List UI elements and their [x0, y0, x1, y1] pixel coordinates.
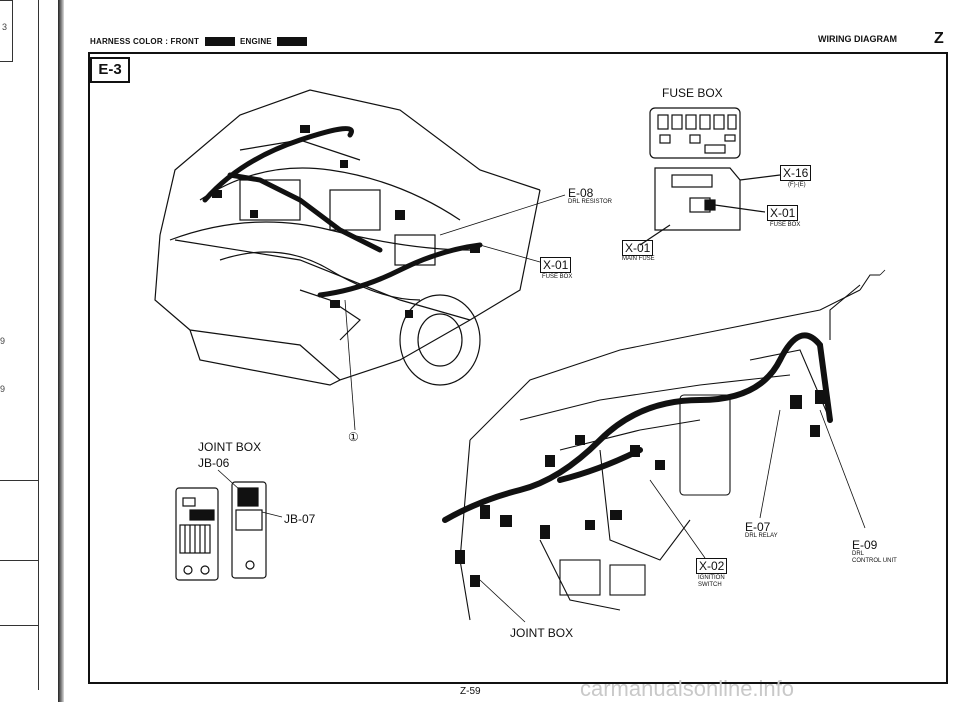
engine-bay-drawing	[154, 89, 541, 386]
e09-code: E-09	[852, 538, 878, 552]
dash-connectors	[455, 390, 825, 587]
diagram-title: WIRING DIAGRAM	[818, 34, 897, 44]
jb07-label: JB-07	[284, 512, 316, 526]
left-binding-strip: 3 9 9	[0, 0, 40, 702]
watermark: carmanualsonline.info	[580, 676, 795, 701]
front-color-swatch	[204, 37, 235, 47]
joint-box-leaders	[217, 469, 283, 518]
joint-box-jb07	[231, 481, 267, 579]
x02-name-1: IGNITION	[698, 575, 725, 581]
fuse-box-middle	[639, 167, 781, 246]
x01-main-fuse-name: MAIN FUSE	[622, 256, 655, 262]
e07-code: E-07	[745, 520, 771, 534]
harness-color-legend: HARNESS COLOR : FRONT ENGINE	[90, 37, 310, 47]
joint-box-top-label: JOINT BOX	[198, 440, 262, 454]
engine-label: ENGINE	[239, 37, 272, 46]
margin-mark-1: 3	[2, 22, 8, 32]
harness-color-label: HARNESS COLOR : FRONT	[90, 37, 200, 46]
engine-leaders	[344, 194, 566, 431]
dash-harness	[442, 332, 833, 523]
margin-mark-3: 9	[0, 384, 6, 394]
x01-fusebox-left-code: X-01	[540, 257, 572, 273]
x01-fusebox-left-name: FUSE BOX	[542, 274, 573, 280]
e08-code: E-08	[568, 186, 594, 200]
x02-code: X-02	[696, 558, 728, 574]
e08-name: DRL RESISTOR	[568, 199, 613, 205]
dashboard-drawing	[459, 274, 880, 621]
page-number: Z-59	[460, 686, 481, 697]
diagram-frame	[88, 52, 948, 684]
x01-main-fuse-code: X-01	[622, 240, 654, 256]
engine-color-swatch	[277, 37, 308, 47]
engine-connectors	[212, 125, 480, 318]
section-letter: Z	[934, 30, 944, 47]
fuse-box-top	[649, 107, 741, 159]
binding-edge-line	[38, 0, 39, 690]
binding-tab-box	[0, 0, 13, 62]
engine-harness	[202, 126, 483, 298]
page-gutter-shadow	[58, 0, 64, 702]
dash-leaders	[479, 269, 886, 623]
e07-name: DRL RELAY	[745, 533, 778, 539]
fuse-box-title: FUSE BOX	[662, 86, 723, 100]
joint-box-bottom-label: JOINT BOX	[510, 626, 574, 640]
connector-number-1: ①	[348, 430, 359, 444]
margin-rule-1	[0, 480, 38, 481]
x01-fusebox-right-code: X-01	[767, 205, 799, 221]
section-tag: E-3	[90, 57, 130, 83]
margin-rule-3	[0, 625, 38, 626]
x16-code: X-16	[780, 165, 812, 181]
x01-fusebox-right-name: FUSE BOX	[770, 222, 801, 228]
e09-name-2: CONTROL UNIT	[852, 558, 897, 564]
x02-name-2: SWITCH	[698, 582, 722, 588]
x16-sub: (F)-(E)	[788, 182, 806, 188]
joint-box-jb06	[175, 487, 219, 581]
jb06-label: JB-06	[198, 456, 230, 470]
e09-name-1: DRL	[852, 551, 865, 557]
margin-mark-2: 9	[0, 336, 6, 346]
margin-rule-2	[0, 560, 38, 561]
